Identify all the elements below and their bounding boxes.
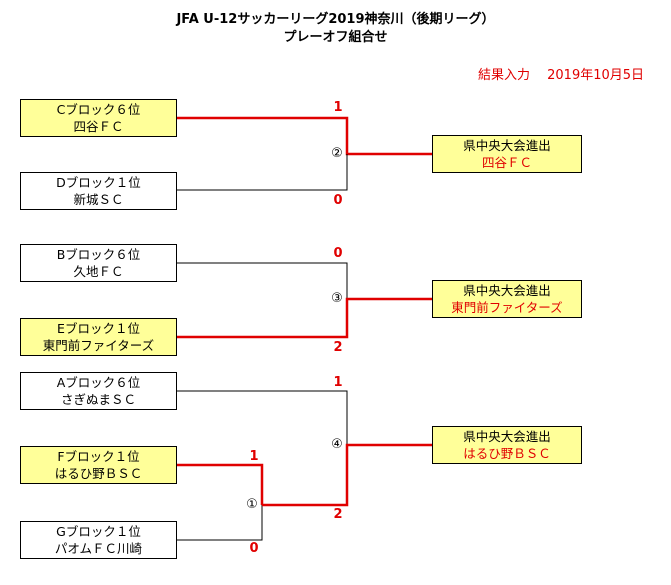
team-block: Gブロック１位	[56, 524, 141, 539]
score-c6: 1	[333, 100, 343, 115]
result-input-date: 結果入力 2019年10月5日	[478, 68, 645, 83]
result-team: はるひ野ＢＳＣ	[463, 446, 551, 461]
team-name: 新城ＳＣ	[73, 192, 124, 207]
score-e1: 2	[333, 340, 343, 355]
score-g1: 0	[249, 541, 259, 556]
line-match2-bottom	[177, 154, 348, 191]
line-match2-top	[177, 116, 432, 156]
result-team: 東門前ファイターズ	[451, 300, 563, 315]
page-title: JFA U-12サッカーリーグ2019神奈川（後期リーグ）	[176, 12, 495, 27]
score-match1-winner: 2	[333, 507, 343, 522]
team-name: さぎぬまＳＣ	[60, 392, 136, 407]
line-match3-top	[177, 262, 348, 299]
team-block: Bブロック６位	[56, 247, 141, 262]
result-label: 県中央大会進出	[463, 138, 551, 153]
team-box-g1: Gブロック１位 パオムＦＣ川崎	[20, 521, 177, 559]
result-label: 県中央大会進出	[463, 429, 551, 444]
team-block: Eブロック１位	[57, 321, 140, 336]
score-f1: 1	[249, 449, 259, 464]
team-box-f1: Fブロック１位 はるひ野ＢＳＣ	[20, 446, 177, 484]
result-label: 県中央大会進出	[463, 283, 551, 298]
team-box-e1: Eブロック１位 東門前ファイターズ	[20, 318, 177, 356]
result-team: 四谷ＦＣ	[481, 155, 532, 170]
team-box-c6: Cブロック６位 四谷ＦＣ	[20, 99, 177, 137]
score-d1: 0	[333, 193, 343, 208]
team-block: Dブロック１位	[56, 175, 141, 190]
team-box-b6: Bブロック６位 久地ＦＣ	[20, 244, 177, 282]
team-block: Fブロック１位	[57, 449, 140, 464]
result-box-match4: 県中央大会進出 はるひ野ＢＳＣ	[432, 426, 582, 464]
team-box-a6: Aブロック６位 さぎぬまＳＣ	[20, 372, 177, 410]
result-box-match2: 県中央大会進出 四谷ＦＣ	[432, 135, 582, 173]
team-name: 四谷ＦＣ	[73, 119, 124, 134]
line-match3-bottom	[177, 297, 432, 339]
team-block: Cブロック６位	[56, 102, 141, 117]
team-name: はるひ野ＢＳＣ	[54, 466, 143, 481]
line-match1-top	[177, 463, 264, 505]
team-name: 久地ＦＣ	[73, 264, 124, 279]
match-number-4: ④	[331, 437, 343, 452]
result-box-match3: 県中央大会進出 東門前ファイターズ	[432, 280, 582, 318]
team-block: Aブロック６位	[56, 375, 141, 390]
team-name: パオムＦＣ川崎	[54, 541, 143, 556]
line-match4-top	[177, 390, 348, 445]
team-box-d1: Dブロック１位 新城ＳＣ	[20, 172, 177, 210]
score-a6: 1	[333, 375, 343, 390]
team-name: 東門前ファイターズ	[42, 338, 155, 353]
line-match4-bottom	[262, 443, 432, 507]
match-number-3: ③	[331, 291, 343, 306]
match-number-1: ①	[246, 497, 258, 512]
page-subtitle: プレーオフ組合せ	[283, 30, 388, 45]
score-b6: 0	[333, 246, 343, 261]
match-number-2: ②	[331, 146, 343, 161]
line-match1-bottom	[177, 505, 263, 541]
